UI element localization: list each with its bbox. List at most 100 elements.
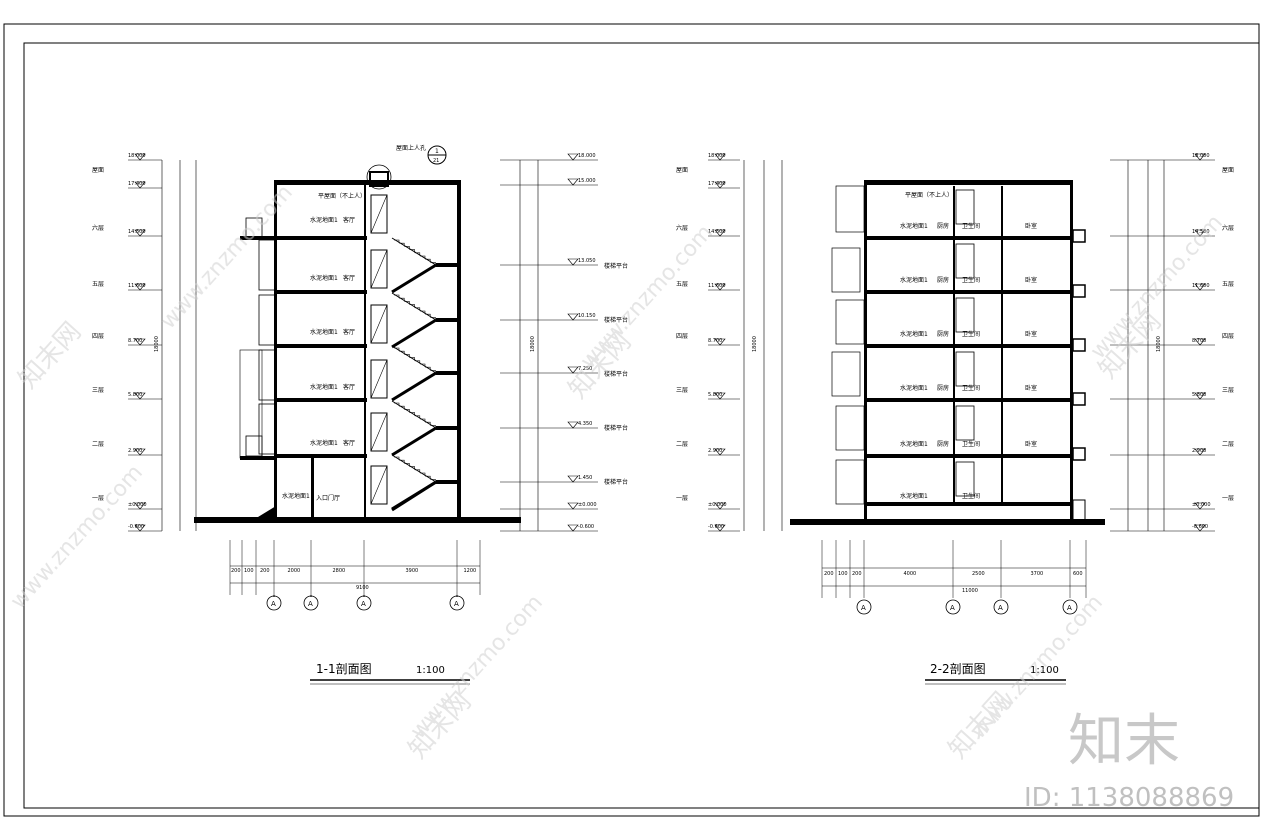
eave-block [1072,392,1086,406]
door [955,297,975,333]
grid-bubble [266,595,282,611]
stair-tread [399,242,405,247]
elev-marker [134,153,146,161]
elev-marker [134,283,146,291]
section-1-1: 18.00017.40014.50011.6008.7005.8002.900±… [92,144,628,685]
elev-value: ±0.000 [708,502,727,508]
elev-marker [134,448,146,456]
elev-marker [1194,229,1206,237]
floor-name: 四层 [92,333,104,340]
elev-marker [1194,153,1206,161]
floor-name: 一层 [92,495,104,502]
detail-ref-sub: 21 [433,158,439,164]
floor-finish-label: 水泥地面1 [900,492,928,500]
elev-value: 2.900 [708,448,722,454]
inner-frame [23,42,1260,809]
eave-block [1072,229,1086,243]
floor-finish-label: 水泥地面1 [310,274,338,282]
stair-tread [399,405,405,410]
balcony-rail [245,217,263,239]
floor-name: 二层 [92,441,104,448]
elev-value: 8.700 [1192,338,1206,344]
room-label: 卧室 [1025,222,1037,230]
door-swing [370,412,388,452]
door [370,412,388,452]
room-label: 客厅 [343,328,355,336]
balcony-rail [258,349,276,401]
stair-tread [430,262,436,266]
stair-flight [391,263,437,294]
door [955,243,975,279]
elev-marker [1194,283,1206,291]
floor-finish-label: 水泥地面1 [900,384,928,392]
elev-marker [567,178,579,186]
elev-value: ±0.000 [128,502,147,508]
stair-tread [420,418,426,422]
balcony-rail [831,351,861,397]
elev-value: 2.900 [1192,448,1206,454]
elev-marker [714,392,726,400]
room-label: 卫生间 [962,330,980,338]
room-label: 卧室 [1025,440,1037,448]
floor-slab [864,398,1073,402]
balcony-rail [835,185,865,233]
elev-marker [714,448,726,456]
stair-landing [436,371,460,375]
elev-value: 2.900 [128,448,142,454]
elev-value: 18.000 [578,153,596,159]
ground-line [790,519,1105,525]
balcony-rail [835,405,865,451]
watermark-text: www.znzmo.com [6,460,148,614]
stair-tread [430,317,436,321]
floor-slab [864,290,1073,294]
elev-value: 11.600 [708,283,726,289]
balcony-rail [831,247,861,293]
stair-tread [430,425,436,429]
door-swing [370,304,388,344]
stair-tread [404,301,410,305]
door [955,351,975,387]
dim-total: 18000 [530,336,536,352]
dim-value: 100 [244,568,254,574]
elev-value: -0.600 [128,524,144,530]
stair-tread [425,421,431,426]
left-wall [274,180,277,517]
stair-tread [399,297,405,302]
stair-flight-outline [391,292,437,321]
elev-marker [1194,502,1206,510]
elev-marker [134,181,146,189]
elev-marker [134,502,146,510]
dim-total: 18000 [752,336,758,352]
door-swing [370,249,388,289]
stair-flight-outline [391,454,437,483]
stair-tread [425,366,431,371]
elev-value: 8.700 [128,338,142,344]
floor-name: 五层 [92,281,104,288]
floor-name: 四层 [676,333,688,340]
floor-slab [864,236,1073,240]
floor-name: 四层 [1222,333,1234,340]
elev-marker [1194,392,1206,400]
floor-name: 六层 [92,224,104,232]
floor-name: 一层 [676,495,688,502]
inner-wall [311,457,314,517]
stair-tread [409,412,415,416]
balconies [239,217,276,459]
elev-marker [134,338,146,346]
room-label: 客厅 [343,383,355,391]
elev-value: 14.500 [128,229,146,235]
watermark-logo: 知末 [1068,709,1180,774]
stair-tread [394,347,400,351]
grid-label: A [361,600,366,608]
elev-value: 14.500 [708,229,726,235]
stair-tread [394,402,400,406]
dim-value: 3700 [1031,571,1044,577]
door [955,189,975,225]
stair-tread [409,466,415,470]
landing-label: 楼梯平台 [604,316,628,324]
room-label: 卧室 [1025,276,1037,284]
elev-value: 5.800 [708,392,722,398]
elev-value: 5.800 [1192,392,1206,398]
